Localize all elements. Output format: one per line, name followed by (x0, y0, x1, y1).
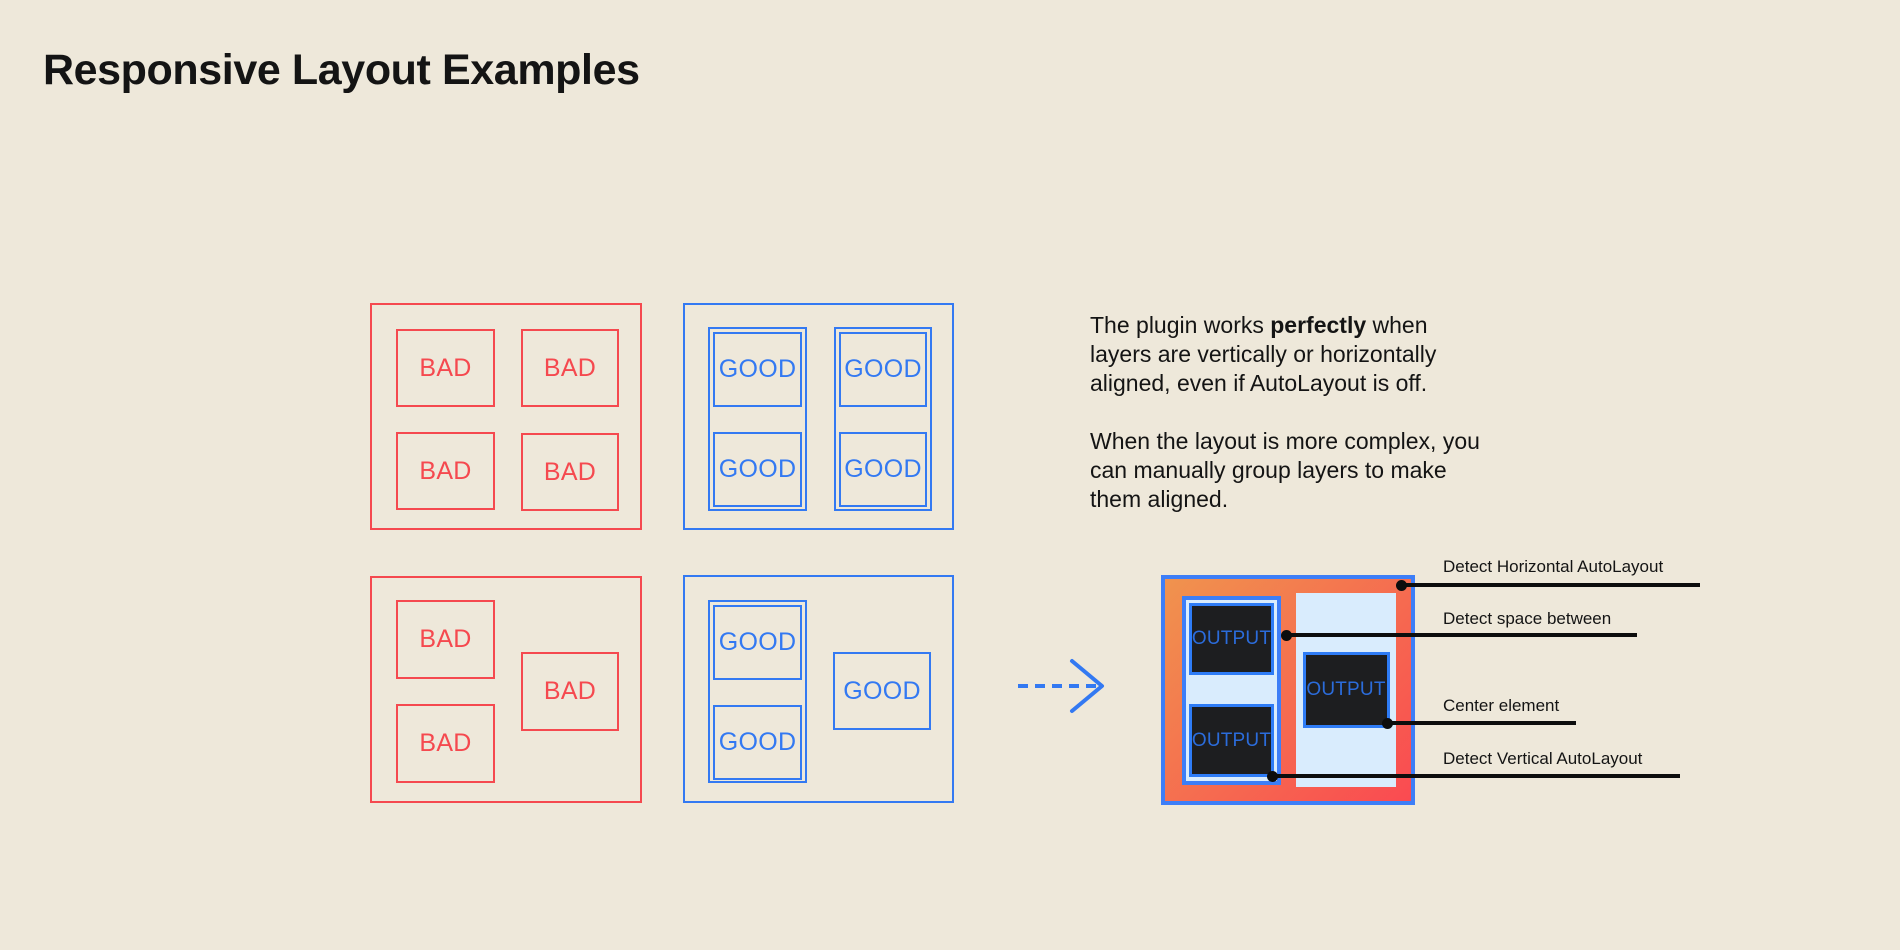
good-freeform-example: GOOD GOOD GOOD (683, 575, 954, 803)
bad-box: BAD (396, 600, 495, 679)
good-box: GOOD (713, 605, 802, 680)
good-column-group: GOOD GOOD (834, 327, 932, 511)
output-vertical-autolayout-group: OUTPUT OUTPUT (1182, 596, 1281, 785)
good-column-group: GOOD GOOD (708, 600, 807, 783)
annotation-dot (1396, 580, 1407, 591)
description-paragraph-2: When the layout is more complex, you can… (1090, 428, 1480, 512)
annotation-line (1273, 774, 1680, 778)
page-title: Responsive Layout Examples (43, 46, 640, 94)
output-box: OUTPUT (1189, 704, 1274, 777)
description-text: The plugin works perfectly when layers a… (1090, 311, 1630, 543)
annotation-label-center: Center element (1443, 696, 1560, 715)
annotation-line (1287, 633, 1637, 637)
annotation-label-vertical: Detect Vertical AutoLayout (1443, 749, 1643, 768)
annotation-label-horizontal: Detect Horizontal AutoLayout (1443, 557, 1664, 576)
good-box: GOOD (713, 432, 802, 507)
bad-box: BAD (521, 652, 619, 731)
annotation-label-space-between: Detect space between (1443, 609, 1612, 628)
bad-grid-example: BAD BAD BAD BAD (370, 303, 642, 530)
good-column-group: GOOD GOOD (708, 327, 807, 511)
bad-box: BAD (396, 432, 495, 510)
description-p1-bold: perfectly (1270, 312, 1367, 338)
bad-box: BAD (521, 329, 619, 407)
annotation-line (1402, 583, 1700, 587)
annotation-dot (1281, 630, 1292, 641)
bad-box: BAD (396, 329, 495, 407)
good-box: GOOD (839, 332, 927, 407)
good-box: GOOD (839, 432, 927, 507)
output-box: OUTPUT (1302, 652, 1390, 728)
good-box: GOOD (833, 652, 931, 730)
output-center-panel: OUTPUT (1296, 593, 1396, 787)
description-p1-before: The plugin works (1090, 312, 1271, 338)
good-box: GOOD (713, 705, 802, 780)
good-box: GOOD (713, 332, 802, 407)
output-preview: OUTPUT OUTPUT OUTPUT (1161, 575, 1415, 805)
description-p1-after: when layers are vertically or horizontal… (1090, 312, 1437, 396)
bad-freeform-example: BAD BAD BAD (370, 576, 642, 803)
transform-arrow-icon (1012, 657, 1108, 720)
description-paragraph-1: The plugin works perfectly when layers a… (1090, 311, 1630, 398)
good-grid-example: GOOD GOOD GOOD GOOD (683, 303, 954, 530)
annotation-dot (1382, 718, 1393, 729)
output-box: OUTPUT (1189, 603, 1274, 675)
annotation-dot (1267, 771, 1278, 782)
annotation-line (1388, 721, 1576, 725)
bad-box: BAD (521, 433, 619, 511)
bad-box: BAD (396, 704, 495, 783)
